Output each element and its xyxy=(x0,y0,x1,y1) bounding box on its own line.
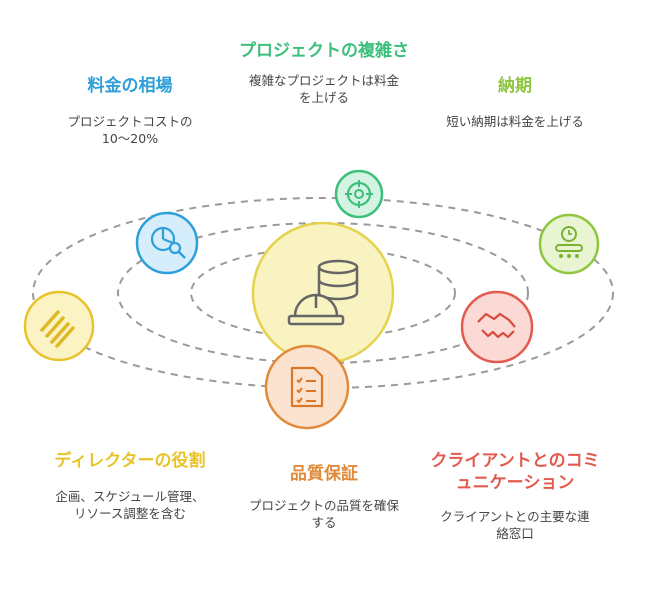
label-complexity: プロジェクトの複雑さ 複雑なプロジェクトは料金を上げる xyxy=(234,40,414,106)
label-communication: クライアントとのコミュニケーション クライアントとの主要な連絡窓口 xyxy=(425,450,605,542)
communication-desc: クライアントとの主要な連絡窓口 xyxy=(440,509,590,541)
complexity-desc: 複雑なプロジェクトは料金を上げる xyxy=(248,73,399,105)
label-quality: 品質保証 プロジェクトの品質を確保する xyxy=(234,463,414,531)
quality-title: 品質保証 xyxy=(290,464,358,484)
deadline-desc: 短い納期は料金を上げる xyxy=(446,114,584,129)
deadline-title: 納期 xyxy=(498,76,532,96)
cost-title: 料金の相場 xyxy=(87,76,173,96)
label-deadline: 納期 短い納期は料金を上げる xyxy=(425,75,605,130)
target-icon xyxy=(334,169,384,219)
outer-orbit xyxy=(32,197,614,389)
handshake-icon xyxy=(460,290,534,364)
quality-desc: プロジェクトの品質を確保する xyxy=(248,498,399,530)
director-title: ディレクターの役割 xyxy=(54,451,206,471)
helmet-database-icon xyxy=(251,221,395,365)
director-desc: 企画、スケジュール管理、リソース調整を含む xyxy=(55,489,205,521)
communication-title: クライアントとのコミュニケーション xyxy=(430,451,600,493)
complexity-title: プロジェクトの複雑さ xyxy=(239,41,409,61)
stripes-icon xyxy=(23,290,95,362)
clock-conveyor-icon xyxy=(538,213,600,275)
checklist-icon xyxy=(264,344,350,430)
pie-magnifier-icon xyxy=(135,211,199,275)
middle-orbit xyxy=(117,222,529,364)
label-director: ディレクターの役割 企画、スケジュール管理、リソース調整を含む xyxy=(40,450,220,522)
label-cost: 料金の相場 プロジェクトコストの10〜20% xyxy=(40,75,220,147)
cost-desc: プロジェクトコストの10〜20% xyxy=(67,114,193,146)
